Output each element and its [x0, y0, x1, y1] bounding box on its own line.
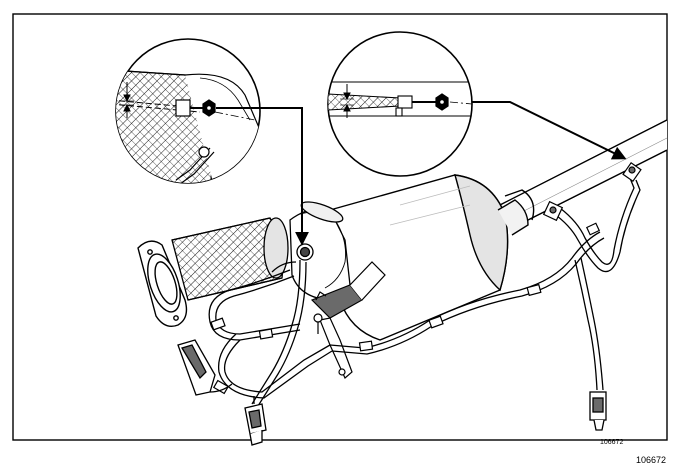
leader-arrow-left: [216, 107, 309, 246]
leader-arrows: [216, 101, 627, 246]
detail-circle-right: [327, 31, 473, 177]
sensor-pipe-right: [552, 177, 641, 391]
frame: [12, 13, 668, 441]
connector-left: [177, 339, 267, 446]
particulate-filter: [329, 174, 535, 341]
figure-reference-outer: 106672: [636, 455, 667, 465]
sensor-fitting-right: [542, 161, 642, 236]
catalyst-inlet: [289, 201, 351, 301]
figure-reference-inner: 106672: [600, 439, 624, 446]
detail-circle-left: [115, 38, 261, 184]
connector-right: [589, 391, 607, 431]
mounting-bracket: [310, 261, 386, 379]
inlet-flange: [137, 240, 188, 328]
pipe-clips: [210, 283, 542, 395]
flex-pipe: [171, 217, 289, 301]
sensor-pipe-left: [208, 231, 605, 407]
sensor-fitting-left: [271, 243, 314, 273]
leader-arrow-right: [472, 101, 627, 160]
